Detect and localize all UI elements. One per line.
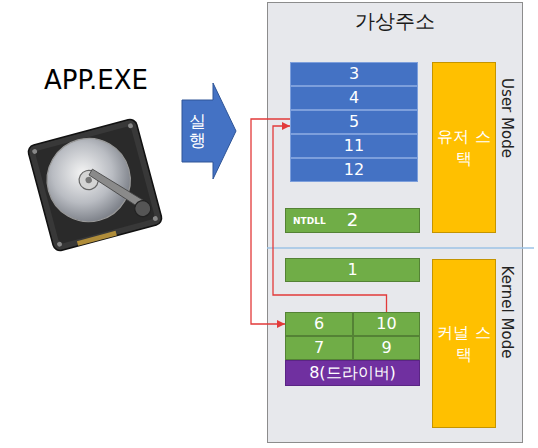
drive-connector bbox=[77, 231, 117, 246]
panel-title: 가상주소 bbox=[355, 10, 435, 33]
address-space-panel bbox=[268, 3, 523, 443]
user-block: 11 bbox=[290, 134, 418, 158]
drive-inner bbox=[35, 126, 156, 244]
node-text: 실행 bbox=[189, 112, 206, 149]
node-text: 8(드라이버) bbox=[309, 364, 396, 382]
mode-label: Kernel Mode bbox=[498, 266, 516, 359]
node-text: 12 bbox=[344, 161, 364, 179]
arrow-outline bbox=[182, 83, 236, 179]
node-text: 11 bbox=[344, 137, 364, 155]
kernel-block: 7 bbox=[285, 336, 353, 360]
node-text: 6 bbox=[314, 315, 324, 333]
node-text: NTDLL bbox=[293, 215, 326, 225]
kernel-stack: 커널 스택 bbox=[432, 259, 496, 428]
node-text: 10 bbox=[376, 315, 396, 333]
node-text: 3 bbox=[349, 65, 359, 83]
drive-screw bbox=[57, 241, 63, 247]
arrow-shape bbox=[180, 82, 238, 180]
kernel-block: 10 bbox=[353, 312, 420, 336]
ntdll-box: NTDLL 2 bbox=[285, 208, 420, 233]
drive-platter bbox=[38, 129, 140, 231]
node-text: 커널 스택 bbox=[433, 322, 495, 364]
kernel-block: 1 bbox=[285, 258, 420, 282]
drive-spindle-center bbox=[85, 176, 93, 184]
user-stack: 유저 스택 bbox=[432, 62, 496, 233]
drive-screw bbox=[152, 216, 158, 222]
driver-block: 8(드라이버) bbox=[285, 360, 420, 386]
node-text: 2 bbox=[347, 210, 358, 231]
node-text: 1 bbox=[347, 261, 357, 279]
address-space-panel: 가상주소 3 4 5 11 12 유저 스택 NTDLL 2 1 6 10 7 9 8(드라이버) 커널 스택 bbox=[267, 2, 523, 443]
user-block: 3 bbox=[290, 62, 418, 86]
file-name: APP.EXE bbox=[44, 65, 148, 95]
user-block: 5 bbox=[290, 110, 418, 134]
run-arrow: 실행 bbox=[180, 82, 238, 180]
kernel-block: 9 bbox=[353, 336, 420, 360]
mode-label: User Mode bbox=[498, 78, 516, 158]
hard-drive-illustration bbox=[27, 118, 163, 252]
node-text: 7 bbox=[314, 339, 324, 357]
drive-pivot bbox=[133, 199, 153, 219]
user-block: 12 bbox=[290, 158, 418, 182]
drive-body bbox=[27, 118, 163, 252]
node-text: 5 bbox=[349, 113, 359, 131]
node-text: 9 bbox=[381, 339, 391, 357]
drive-screw bbox=[128, 123, 134, 129]
node-text: 유저 스택 bbox=[433, 126, 495, 168]
kernel-block: 6 bbox=[285, 312, 353, 336]
node-text: 4 bbox=[349, 89, 359, 107]
user-block: 4 bbox=[290, 86, 418, 110]
drive-screw bbox=[32, 149, 38, 155]
mode-divider bbox=[267, 247, 534, 249]
